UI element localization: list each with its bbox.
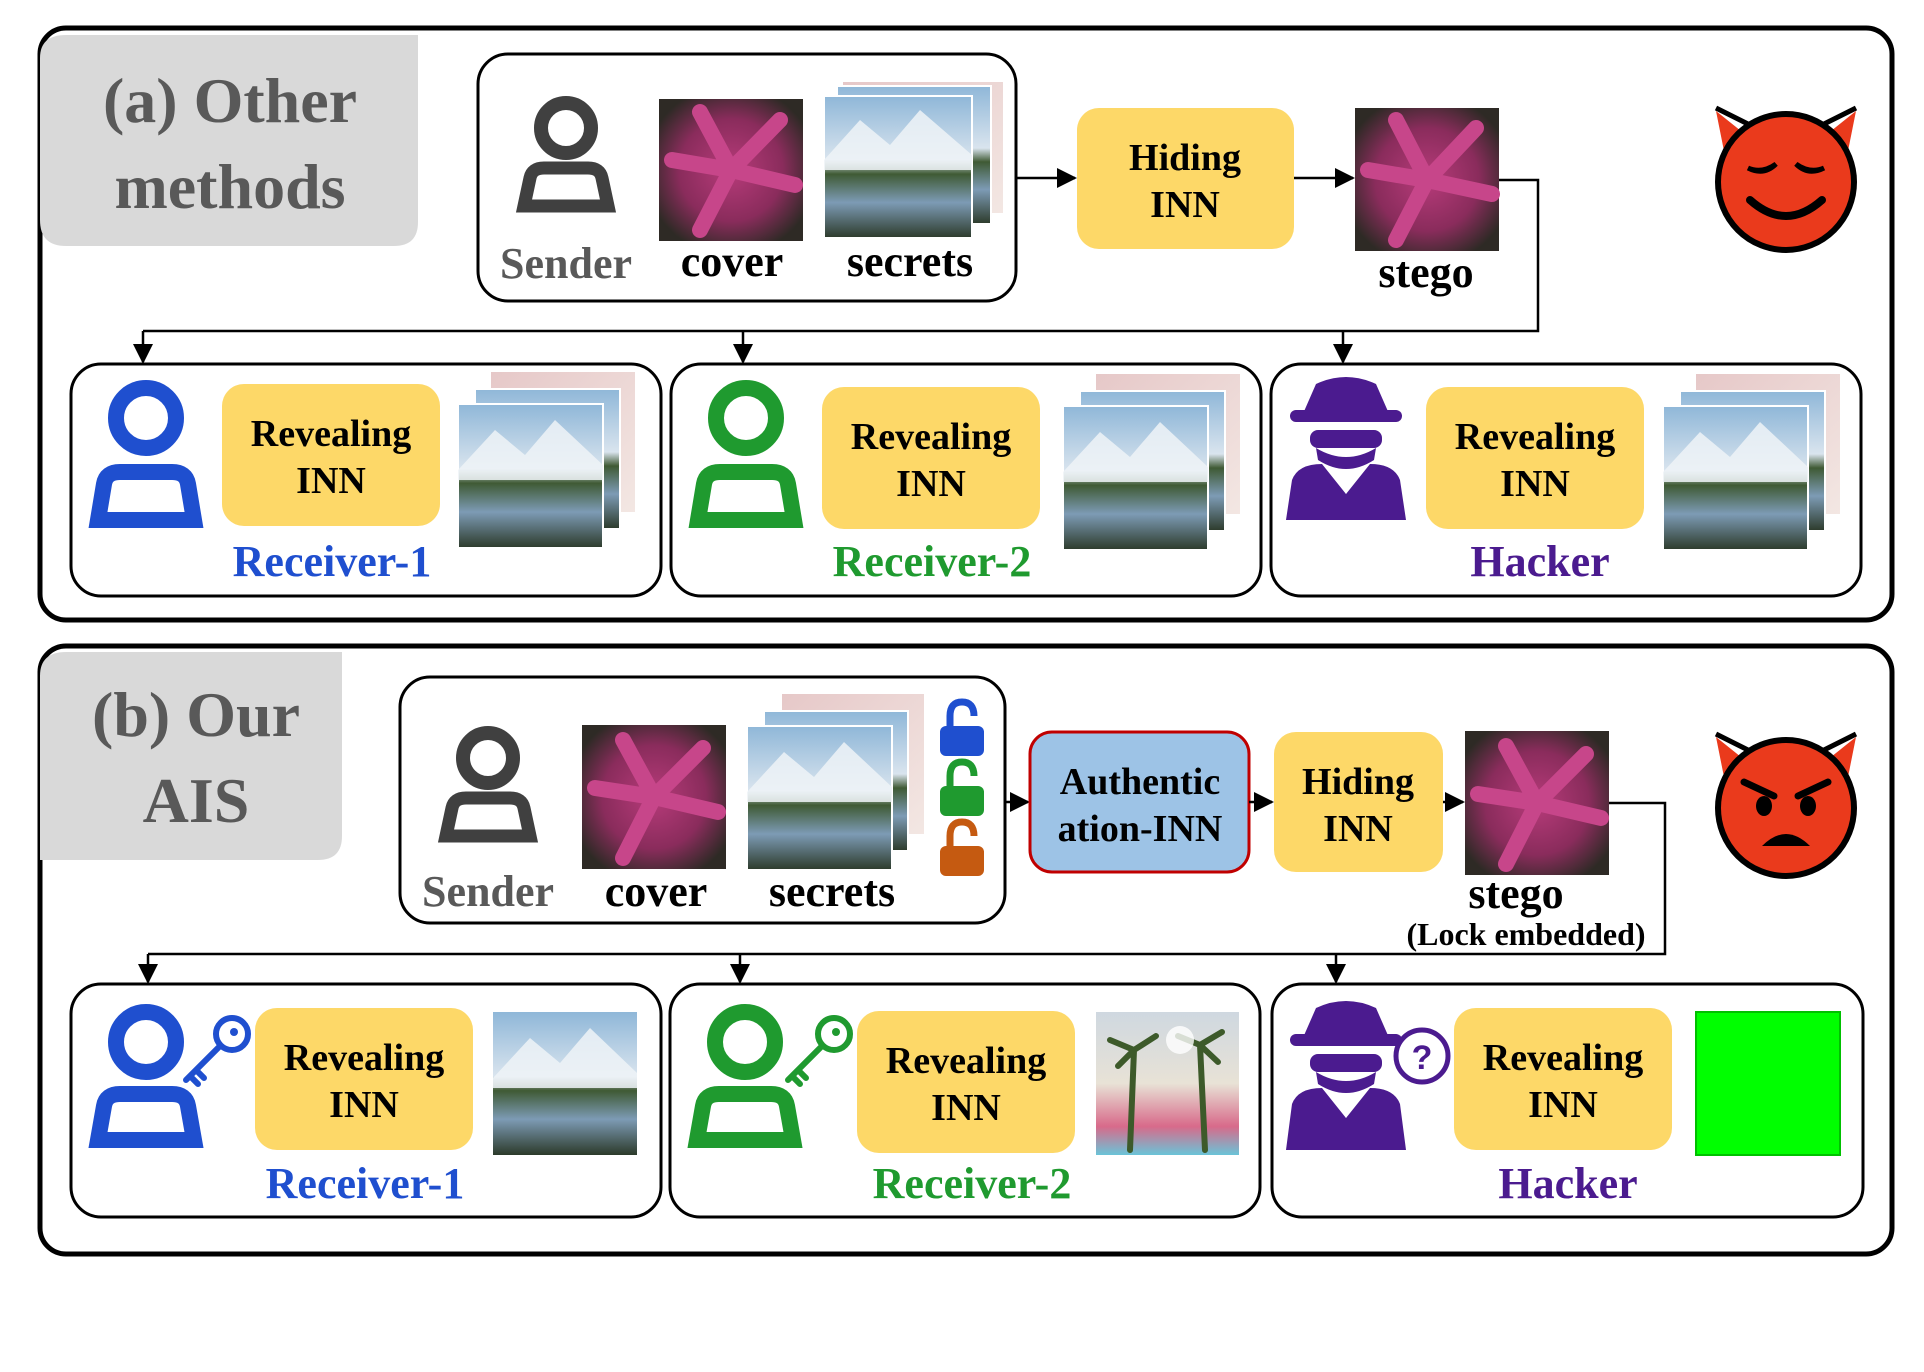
revealed-image-stack (1662, 374, 1840, 551)
panel-a-receiver-2-name: Receiver-2 (833, 537, 1032, 586)
revealed-palm-image (1096, 1012, 1239, 1155)
revealing-block (1426, 387, 1644, 529)
panel-a: (a) Other methods Sender cover secrets H… (37, 25, 1895, 623)
auth-line2: ation-INN (1058, 808, 1223, 850)
key-icon (183, 1015, 251, 1087)
panel-a-title-bg (40, 35, 418, 246)
stego-image (1465, 731, 1609, 875)
panel-b-cover-label: cover (605, 867, 708, 916)
panel-b-receiver-1-box: Revealing INN Receiver-1 (69, 982, 663, 1219)
auth-line1: Authentic (1060, 761, 1220, 803)
person-icon (88, 380, 204, 528)
revealing-line2: INN (296, 460, 366, 502)
question-mark-icon: ? (1393, 1027, 1451, 1085)
panel-a-receiver-1-box: Revealing INN Receiver-1 (69, 362, 663, 598)
spy-icon (1286, 1001, 1406, 1150)
lock-green-icon (940, 758, 984, 816)
key-icon (785, 1015, 853, 1087)
panel-a-title-line1: (a) Other (103, 65, 357, 136)
revealed-secret-image (493, 1012, 637, 1155)
revealing-line1: Revealing (251, 413, 411, 455)
panel-a-frame (37, 25, 1895, 623)
panel-b-frame (37, 643, 1895, 1257)
panel-a-hacker-box: Revealing INN Hacker (1269, 362, 1863, 598)
panel-b-receiver-1-name: Receiver-1 (266, 1159, 465, 1208)
revealing-line2: INN (329, 1084, 399, 1126)
panel-b-hiding-line2: INN (1323, 808, 1393, 850)
svg-text:?: ? (1412, 1039, 1433, 1077)
panel-a-secrets-label: secrets (847, 237, 973, 286)
route-stego-to-receivers (143, 178, 1540, 333)
panel-a-hiding-line1: Hiding (1129, 137, 1241, 179)
panel-a-stego-label: stego (1378, 248, 1473, 297)
panel-b-hacker-box: ? Revealing INN Hacker (1270, 982, 1865, 1219)
secrets-image-stack (746, 694, 924, 871)
person-icon (687, 1004, 803, 1148)
devil-angry-icon (1714, 731, 1858, 879)
panel-a-sender-label: Sender (500, 239, 632, 288)
panel-b-receiver-2-box: Revealing INN Receiver-2 (668, 982, 1262, 1219)
revealing-line2: INN (896, 463, 966, 505)
revealing-block (857, 1011, 1075, 1153)
panel-a-receiver-1-name: Receiver-1 (233, 537, 432, 586)
panel-b-title-line2: AIS (143, 765, 250, 836)
panel-b-hiding-block (1274, 732, 1443, 872)
revealing-line1: Revealing (284, 1037, 444, 1079)
panel-a-receiver-2-box: Revealing INN Receiver-2 (669, 362, 1263, 598)
panel-b-stego-note: (Lock embedded) (1406, 916, 1645, 952)
secrets-image-stack (823, 82, 1003, 239)
panel-a-hacker-name: Hacker (1470, 537, 1609, 586)
panel-b-secrets-label: secrets (769, 867, 895, 916)
person-icon (515, 96, 617, 213)
revealing-line2: INN (1528, 1084, 1598, 1126)
revealing-line2: INN (931, 1087, 1001, 1129)
revealing-block (822, 387, 1040, 529)
panel-b-title-bg (40, 652, 342, 860)
panel-b-hacker-name: Hacker (1498, 1159, 1637, 1208)
revealing-line2: INN (1500, 463, 1570, 505)
person-icon (688, 380, 804, 528)
panel-b-stego-label: stego (1468, 869, 1563, 918)
devil-smiling-icon (1714, 105, 1858, 253)
panel-a-cover-label: cover (681, 237, 784, 286)
panel-b: (b) Our AIS Sender cover secrets (37, 643, 1895, 1257)
revealing-block (222, 384, 440, 526)
lock-blue-icon (940, 698, 984, 756)
revealed-image-stack (457, 372, 635, 549)
revealing-block (255, 1008, 473, 1150)
route-stego-to-receivers (148, 801, 1667, 956)
revealing-line1: Revealing (1483, 1037, 1643, 1079)
revealing-line1: Revealing (886, 1040, 1046, 1082)
revealing-line1: Revealing (1455, 416, 1615, 458)
panel-a-hiding-line2: INN (1150, 184, 1220, 226)
revealed-image-stack (1062, 374, 1240, 551)
revealed-green-noise-image (1695, 1011, 1841, 1156)
person-icon (437, 726, 539, 843)
stego-image (1355, 108, 1500, 251)
revealing-line1: Revealing (851, 416, 1011, 458)
lock-orange-icon (940, 818, 984, 876)
panel-b-sender-label: Sender (422, 867, 554, 916)
panel-b-receiver-2-name: Receiver-2 (873, 1159, 1072, 1208)
panel-b-title-line1: (b) Our (92, 679, 300, 750)
revealing-block (1454, 1008, 1672, 1150)
spy-icon (1286, 377, 1406, 520)
panel-a-hiding-block (1077, 108, 1294, 249)
person-icon (88, 1004, 204, 1148)
cover-image (659, 99, 803, 241)
panel-b-hiding-line1: Hiding (1302, 761, 1414, 803)
cover-image (582, 725, 726, 869)
panel-a-title-line2: methods (114, 151, 345, 222)
